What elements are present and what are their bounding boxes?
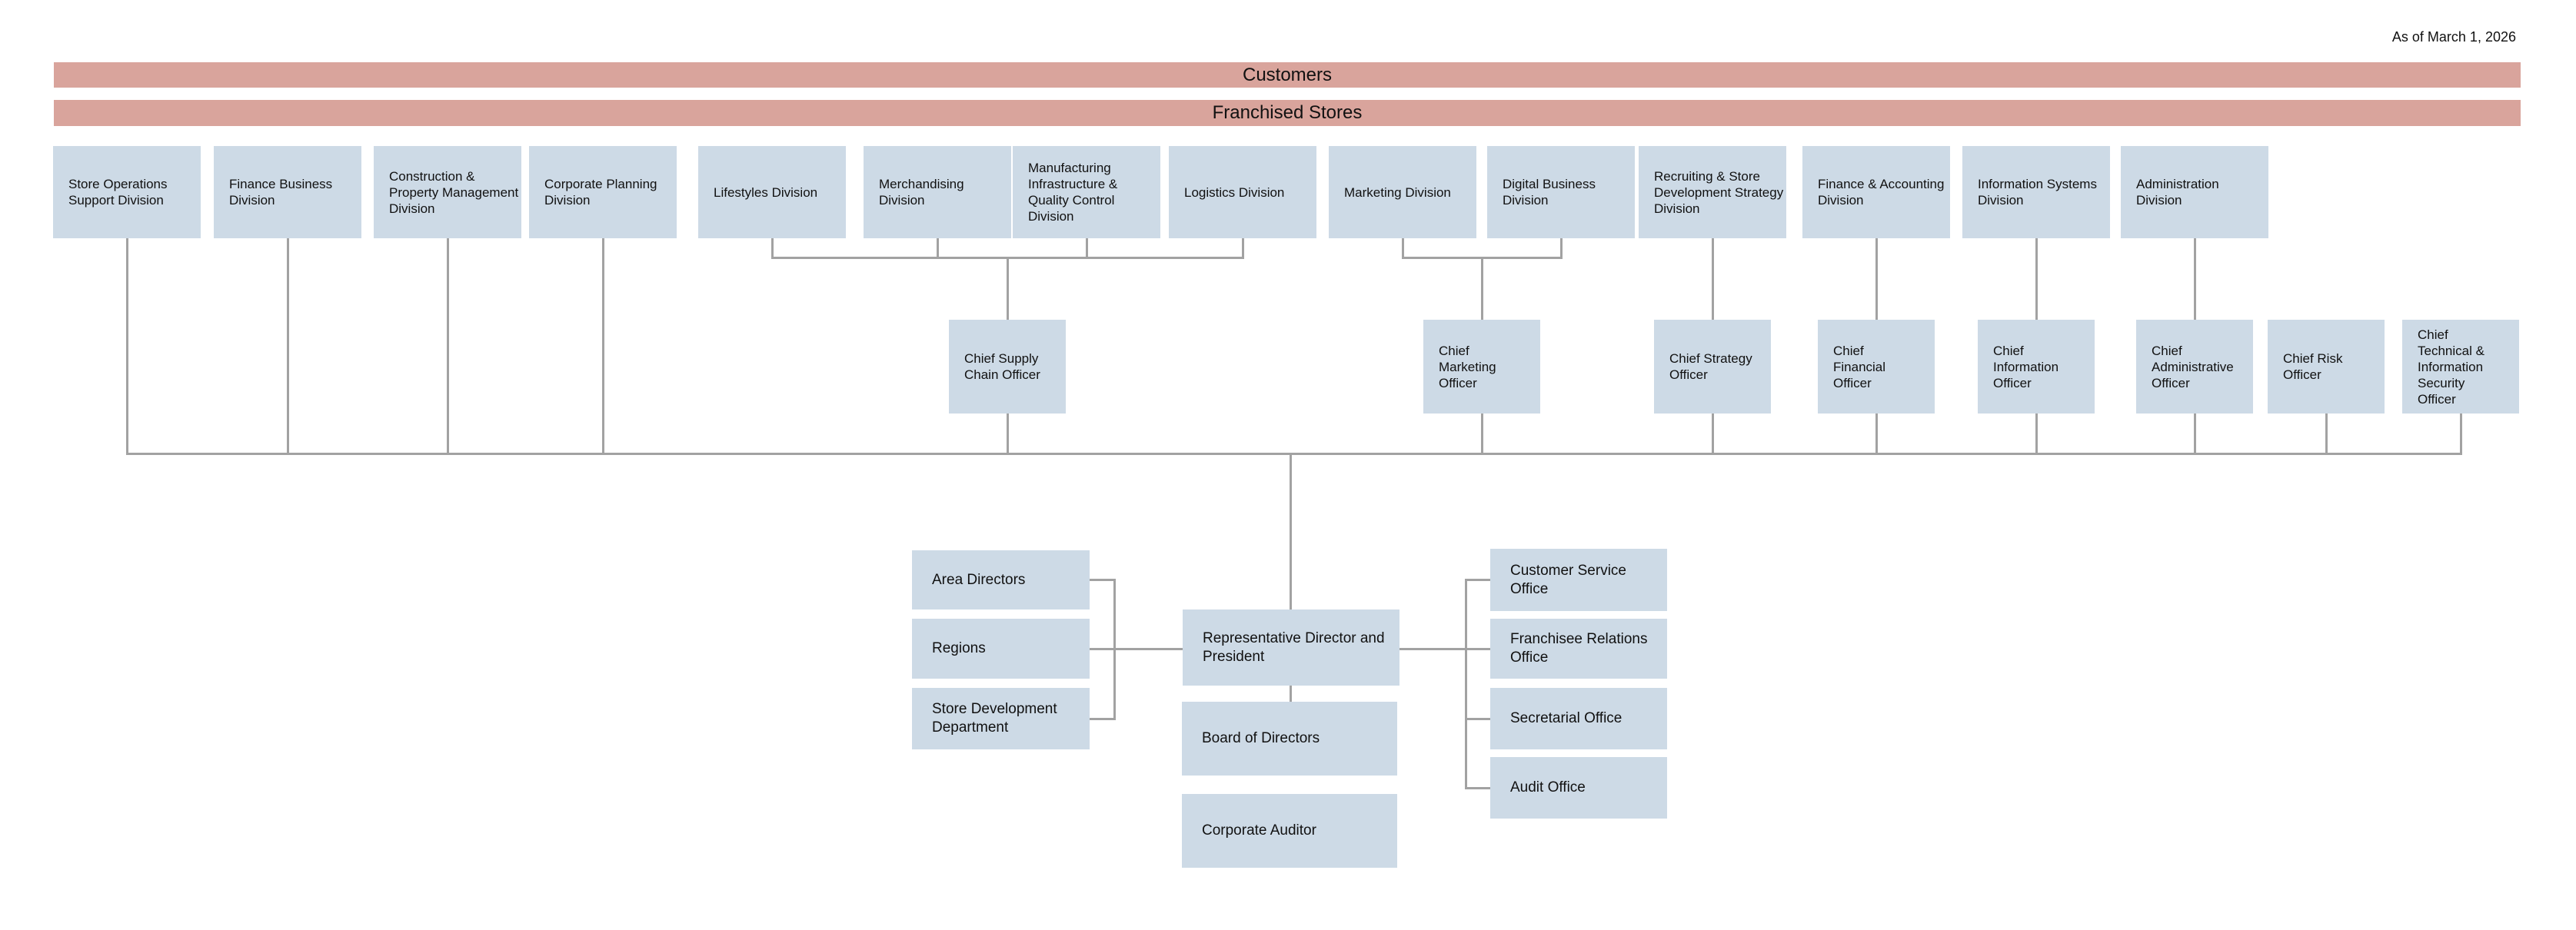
connector-line <box>1398 648 1492 650</box>
division-recruiting-store-dev: Recruiting & Store Development Strategy … <box>1639 146 1786 238</box>
officer-chief-marketing: Chief Marketing Officer <box>1423 320 1540 414</box>
field-store-development: Store Development Department <box>912 688 1090 749</box>
connector-line <box>2460 412 2462 455</box>
division-store-operations-support: Store Operations Support Division <box>53 146 201 238</box>
field-regions: Regions <box>912 619 1090 679</box>
officer-chief-strategy: Chief Strategy Officer <box>1654 320 1771 414</box>
connector-line <box>2194 235 2196 321</box>
division-digital-business: Digital Business Division <box>1487 146 1635 238</box>
connector-line <box>1007 257 1009 321</box>
officer-chief-supply-chain: Chief Supply Chain Officer <box>949 320 1066 414</box>
as-of-date: As of March 1, 2026 <box>2391 29 2516 45</box>
connector-line <box>1465 579 1493 581</box>
board-of-directors-box: Board of Directors <box>1182 702 1397 776</box>
customers-banner: Customers <box>54 62 2521 88</box>
officer-chief-financial: Chief Financial Officer <box>1818 320 1935 414</box>
connector-line <box>1481 257 1483 321</box>
division-merchandising: Merchandising Division <box>864 146 1011 238</box>
connector-line <box>1090 648 1185 650</box>
division-finance-business: Finance Business Division <box>214 146 361 238</box>
division-manufacturing-quality: Manufacturing Infrastructure & Quality C… <box>1013 146 1160 238</box>
division-information-systems: Information Systems Division <box>1962 146 2110 238</box>
office-audit: Audit Office <box>1490 757 1667 819</box>
connector-line <box>1465 787 1493 789</box>
officer-chief-information: Chief Information Officer <box>1978 320 2095 414</box>
office-secretarial: Secretarial Office <box>1490 688 1667 749</box>
division-finance-accounting: Finance & Accounting Division <box>1802 146 1950 238</box>
connector-line <box>1465 579 1467 789</box>
connector-line <box>1875 235 1878 321</box>
division-administration: Administration Division <box>2121 146 2268 238</box>
connector-line <box>1560 235 1563 258</box>
connector-line <box>1712 412 1714 455</box>
division-construction-property: Construction & Property Management Divis… <box>374 146 521 238</box>
division-lifestyles: Lifestyles Division <box>698 146 846 238</box>
officer-chief-risk: Chief Risk Officer <box>2268 320 2385 414</box>
division-marketing: Marketing Division <box>1329 146 1476 238</box>
connector-line <box>1290 453 1292 611</box>
connector-line <box>1242 235 1244 258</box>
connector-line <box>2194 412 2196 455</box>
connector-line <box>287 235 289 455</box>
corporate-auditor-box: Corporate Auditor <box>1182 794 1397 868</box>
president-box: Representative Director and President <box>1183 609 1399 686</box>
connector-line <box>771 235 774 258</box>
division-logistics: Logistics Division <box>1169 146 1316 238</box>
connector-line <box>1712 235 1714 321</box>
connector-line <box>1090 579 1116 581</box>
division-corporate-planning: Corporate Planning Division <box>529 146 677 238</box>
connector-line <box>1481 412 1483 455</box>
connector-line <box>1007 412 1009 455</box>
connector-line <box>126 235 128 455</box>
field-area-directors: Area Directors <box>912 550 1090 609</box>
franchised-stores-banner: Franchised Stores <box>54 100 2521 126</box>
connector-line <box>1875 412 1878 455</box>
connector-line <box>2035 412 2038 455</box>
connector-line <box>602 235 604 455</box>
connector-line <box>2325 412 2328 455</box>
connector-line <box>1290 684 1292 703</box>
connector-line <box>1090 718 1116 720</box>
connector-line <box>1086 235 1088 258</box>
officer-chief-technical-infosec: Chief Technical & Information Security O… <box>2402 320 2519 414</box>
office-franchisee-relations: Franchisee Relations Office <box>1490 619 1667 679</box>
connector-line <box>937 235 939 258</box>
connector-line <box>1402 235 1404 258</box>
connector-line <box>1465 718 1493 720</box>
office-customer-service: Customer Service Office <box>1490 549 1667 611</box>
connector-line <box>447 235 449 455</box>
connector-line <box>2035 235 2038 321</box>
connector-line <box>126 453 2462 455</box>
officer-chief-administrative: Chief Administrative Officer <box>2136 320 2253 414</box>
